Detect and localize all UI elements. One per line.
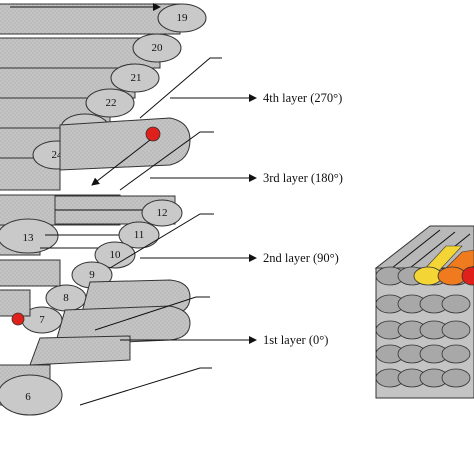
bead-label-12: 12 [157, 207, 168, 219]
heat-spot-icon [145, 126, 161, 142]
layer-2-plane [109, 213, 257, 269]
layer-2-bead-ends: 12 11 10 9 8 7 [21, 199, 183, 334]
bead-label-21: 21 [131, 72, 142, 84]
bead-label-19: 19 [177, 12, 189, 24]
bead-label-7: 7 [39, 314, 45, 326]
bead-label-13: 13 [23, 232, 35, 244]
layer-3-label: 3rd layer (180°) [263, 171, 343, 185]
layer-1-plane [79, 296, 257, 406]
layer-1-label: 1st layer (0°) [263, 333, 328, 347]
layer-2-rods-left [0, 259, 61, 326]
deposited-block [374, 225, 474, 399]
layer-4-label: 4th layer (270°) [263, 91, 342, 105]
bead-label-9: 9 [89, 269, 95, 281]
bead-label-10: 10 [110, 249, 122, 261]
layer-2-label: 2nd layer (90°) [263, 251, 339, 265]
bead-label-8: 8 [63, 292, 69, 304]
layer-4-plane [139, 57, 257, 119]
bead-label-24: 24 [52, 149, 64, 161]
layer-3-plane [119, 131, 257, 191]
bead-label-22: 22 [106, 97, 117, 109]
heat-spot-icon [11, 312, 25, 326]
layer-1-rods: 6 [0, 279, 191, 416]
bead-label-11: 11 [134, 229, 145, 241]
bead-label-20: 20 [152, 42, 164, 54]
bead-label-6: 6 [25, 391, 31, 403]
